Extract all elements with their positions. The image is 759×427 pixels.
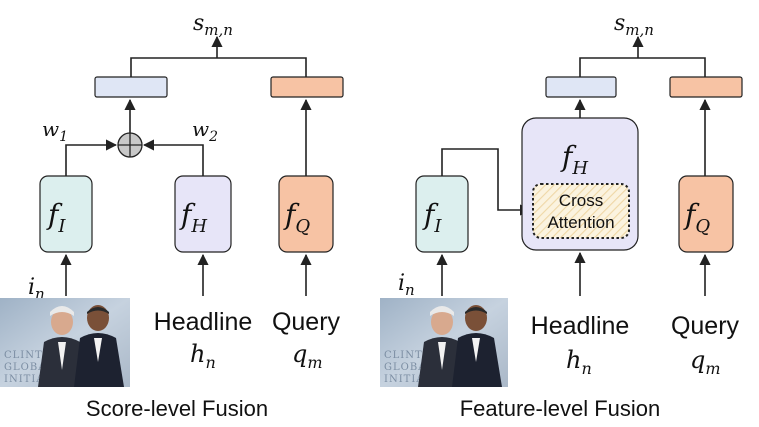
feature-output-label: sm,n xyxy=(614,11,654,39)
svg-text:CLINTO: CLINTO xyxy=(4,350,52,361)
fused-embedding-bar xyxy=(545,76,617,98)
image-to-cross-attention-arrow xyxy=(441,148,532,216)
query-encoder-box xyxy=(278,175,334,253)
query-symbol: qm xyxy=(690,346,721,378)
feature-level-caption: Feature-level Fusion xyxy=(460,396,661,421)
svg-text:GLOBA: GLOBA xyxy=(4,362,46,373)
headline-symbol: hn xyxy=(566,346,592,378)
query-symbol: qm xyxy=(292,340,323,372)
score-level-caption: Score-level Fusion xyxy=(86,396,268,421)
headline-text-label: Headline xyxy=(531,312,630,340)
score-level-panel: sm,n w1 w2 fI fH fQ in xyxy=(0,11,344,421)
headline-symbol: hn xyxy=(190,340,216,372)
svg-text:GLOBA: GLOBA xyxy=(384,362,426,373)
cross-attention-label-line2: Attention xyxy=(547,213,614,232)
query-encoder-box xyxy=(678,175,734,253)
svg-text:INITIATI: INITIATI xyxy=(384,374,437,385)
cross-attention-box xyxy=(532,183,630,239)
image-encoder-box xyxy=(39,175,93,253)
weight2-label: w2 xyxy=(192,117,218,145)
svg-text:INITIATI: INITIATI xyxy=(4,374,57,385)
cross-attention-label-line1: Cross xyxy=(559,191,603,210)
fused-embedding-bar xyxy=(94,76,168,98)
news-photo: CLINTO GLOBA INITIATI xyxy=(0,298,130,387)
image-input-label: in xyxy=(28,275,45,303)
weight1-line xyxy=(65,139,118,176)
output-merge-line xyxy=(130,57,307,77)
output-merge-line xyxy=(579,57,706,77)
headline-encoder-box xyxy=(174,175,232,253)
weight1-label: w1 xyxy=(42,117,68,145)
query-text-label: Query xyxy=(671,312,740,340)
feature-level-panel: sm,n fI fH Cross Attention fQ in CLINTO … xyxy=(380,11,743,421)
query-embedding-bar xyxy=(669,76,743,98)
headline-text-label: Headline xyxy=(154,308,253,336)
image-input-label: in xyxy=(398,271,415,299)
weight2-line xyxy=(142,139,204,176)
news-photo: CLINTO GLOBA INITIATI xyxy=(380,298,508,387)
query-text-label: Query xyxy=(272,308,341,336)
query-embedding-bar xyxy=(270,76,344,98)
svg-text:CLINTO: CLINTO xyxy=(384,350,432,361)
score-output-label: sm,n xyxy=(193,11,233,39)
